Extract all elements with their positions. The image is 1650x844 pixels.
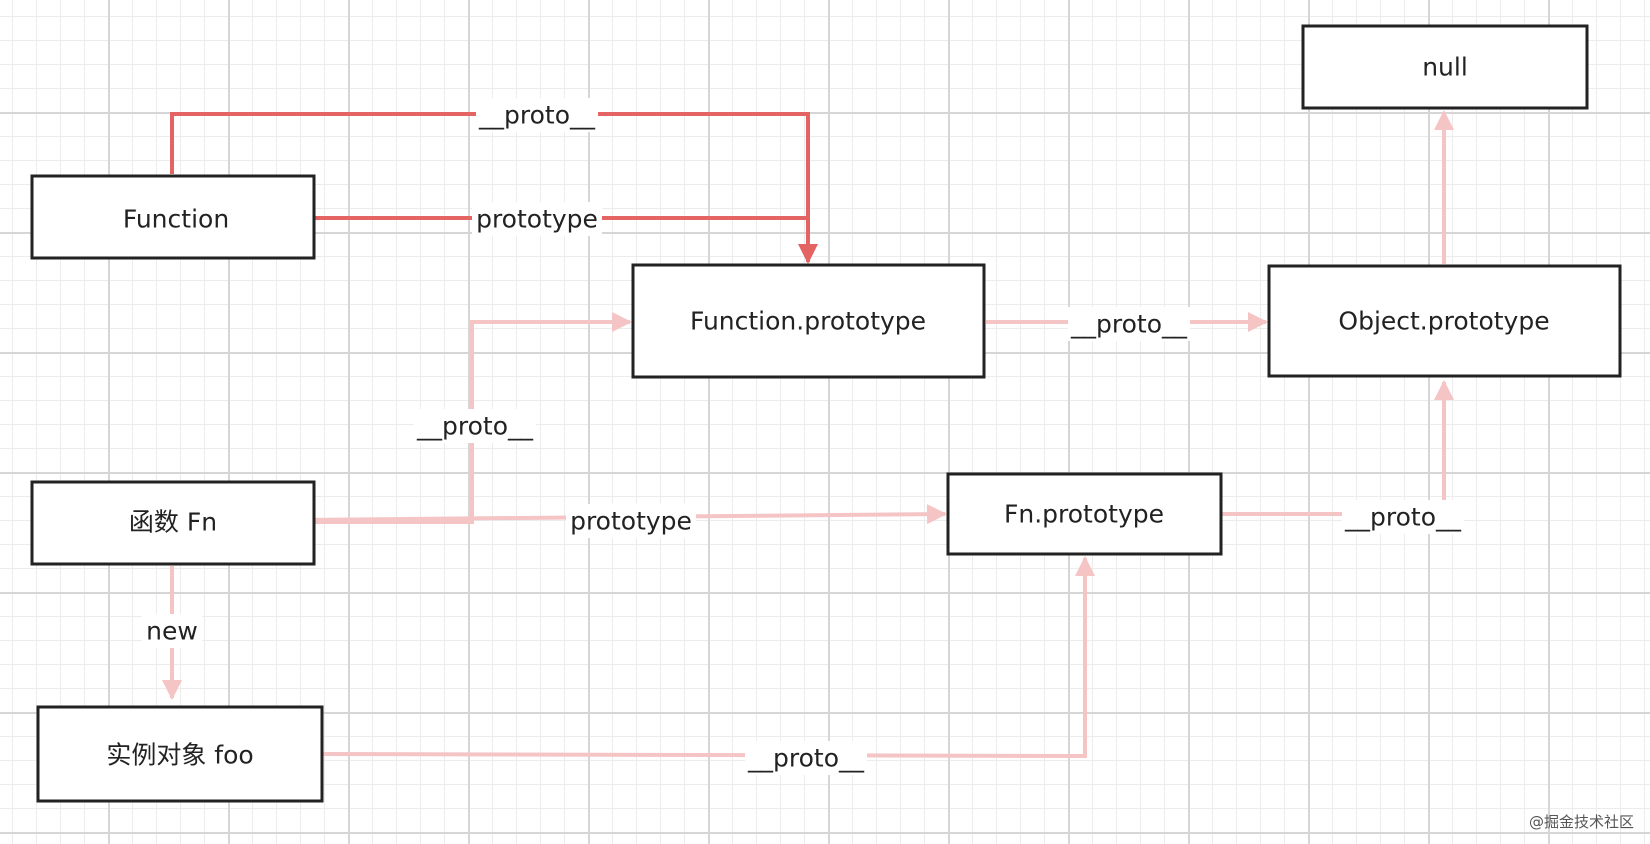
edge-label-function-prototype-proto: __proto__ xyxy=(1068,307,1190,341)
edge-label-function-prototype: prototype xyxy=(472,202,602,236)
svg-text:__proto__: __proto__ xyxy=(416,412,533,441)
edge-label-fn-prototype-proto: __proto__ xyxy=(1342,500,1464,534)
edge-foo-proto xyxy=(321,556,1095,759)
svg-text:__proto__: __proto__ xyxy=(478,101,595,130)
node-fn-label: 函数 Fn xyxy=(129,508,217,537)
node-function-prototype-label: Function.prototype xyxy=(690,307,926,336)
node-function-label: Function xyxy=(123,205,229,234)
node-null: null xyxy=(1301,24,1589,110)
edge-label-fn-proto: __proto__ xyxy=(414,409,536,443)
svg-text:prototype: prototype xyxy=(476,205,598,234)
node-fn-prototype: Fn.prototype xyxy=(946,472,1223,556)
node-object-prototype: Object.prototype xyxy=(1267,264,1622,378)
edge-label-foo-proto: __proto__ xyxy=(745,741,867,775)
node-null-label: null xyxy=(1422,53,1468,82)
node-fn: 函数 Fn xyxy=(30,480,316,566)
edge-label-function-proto: __proto__ xyxy=(476,98,598,132)
svg-text:prototype: prototype xyxy=(570,507,692,536)
node-object-prototype-label: Object.prototype xyxy=(1338,307,1549,336)
svg-text:new: new xyxy=(146,617,198,646)
svg-text:__proto__: __proto__ xyxy=(747,744,864,773)
node-function: Function xyxy=(30,174,316,260)
edge-fn-prototype-proto xyxy=(1222,380,1454,516)
edge-label-fn-new: new xyxy=(142,614,202,648)
node-foo: 实例对象 foo xyxy=(36,705,324,803)
edge-label-fn-prototype: prototype xyxy=(566,504,696,538)
node-fn-prototype-label: Fn.prototype xyxy=(1004,500,1164,529)
svg-text:__proto__: __proto__ xyxy=(1344,503,1461,532)
node-function-prototype: Function.prototype xyxy=(631,263,986,379)
watermark: @掘金技术社区 xyxy=(1528,813,1634,831)
svg-text:__proto__: __proto__ xyxy=(1070,310,1187,339)
node-foo-label: 实例对象 foo xyxy=(106,741,253,770)
